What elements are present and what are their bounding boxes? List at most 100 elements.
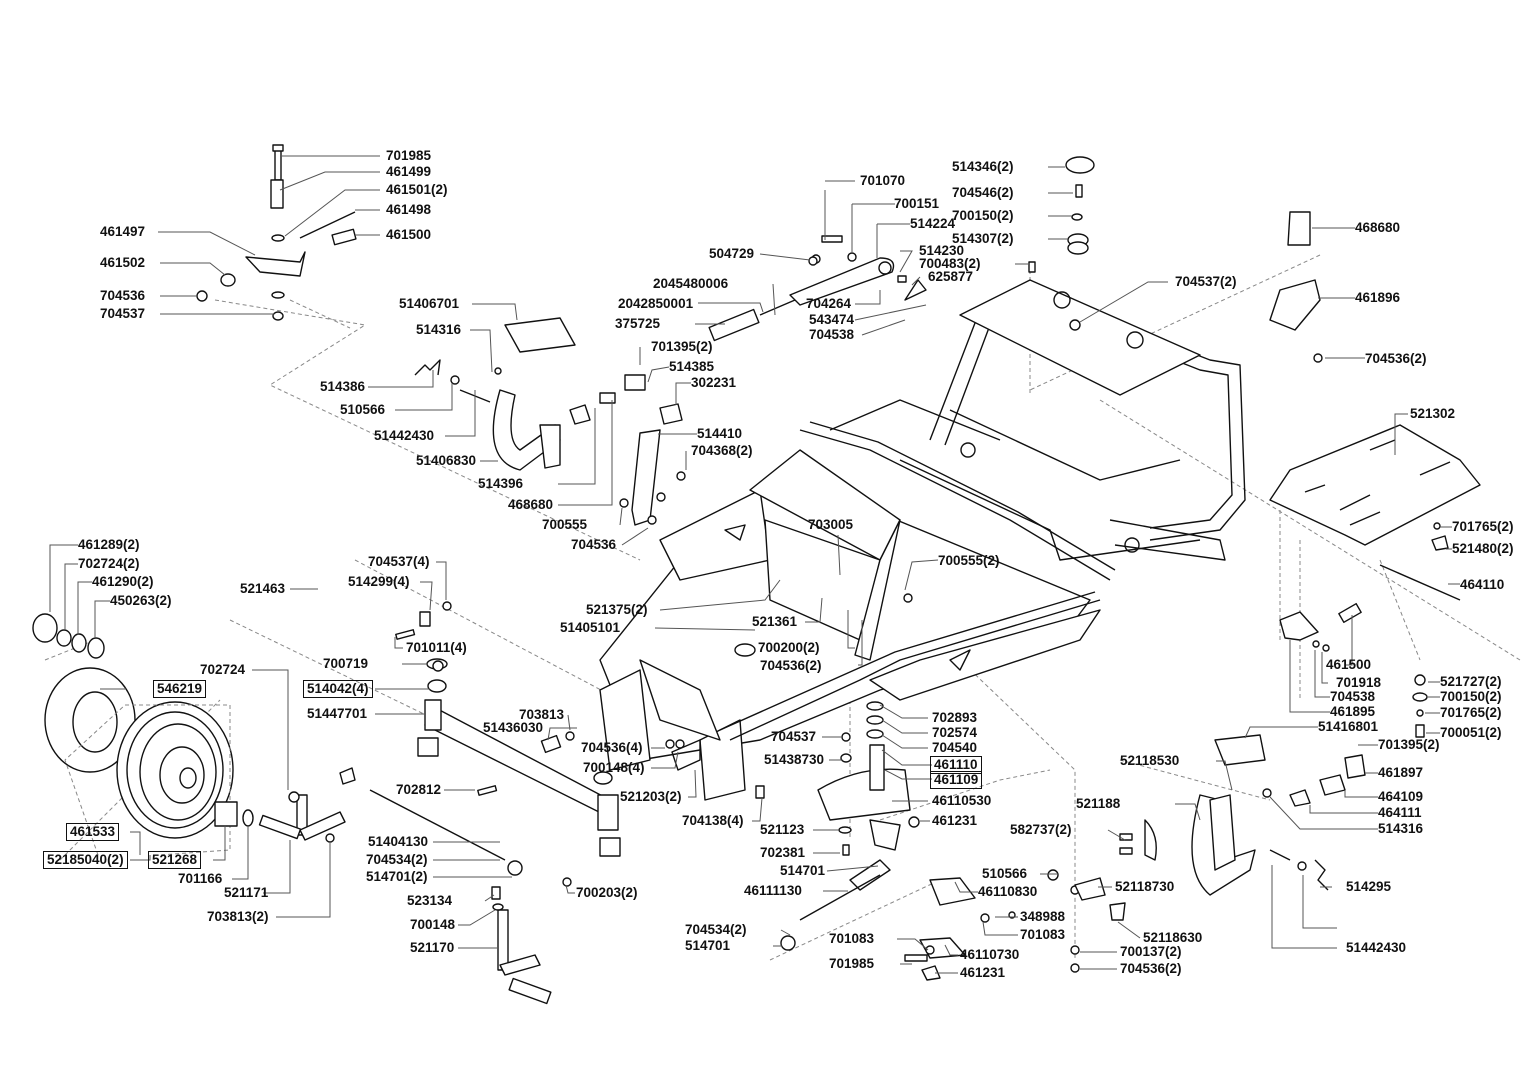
- part-label-704538-a: 704538: [809, 327, 855, 342]
- part-label-46110530: 46110530: [932, 793, 992, 808]
- part-label-625877: 625877: [928, 269, 974, 284]
- part-label-701083-b: 701083: [1020, 927, 1066, 942]
- part-label-461499: 461499: [386, 164, 432, 179]
- part-label-521170: 521170: [410, 940, 455, 955]
- park-brake-lever-514224: [708, 235, 927, 342]
- spindles-521170-521171: [258, 794, 552, 1005]
- part-label-514316-b: 514316: [1378, 821, 1424, 836]
- part-label-514386: 514386: [320, 379, 366, 394]
- part-label-514230: 514230: [919, 243, 965, 258]
- part-label-514307: 514307(2): [952, 231, 1014, 246]
- part-label-704536-e: 704536(2): [1120, 961, 1182, 976]
- part-label-704138: 704138(4): [682, 813, 744, 828]
- part-label-461110: 461110: [930, 756, 982, 774]
- part-label-2042850001: 2042850001: [618, 296, 694, 311]
- part-label-514346: 514346(2): [952, 159, 1014, 174]
- part-label-700483: 700483(2): [919, 256, 981, 271]
- part-label-701985-a: 701985: [386, 148, 432, 163]
- part-label-468680-b: 468680: [1355, 220, 1401, 235]
- part-label-461231-b: 461231: [960, 965, 1006, 980]
- part-label-521188: 521188: [1076, 796, 1121, 811]
- part-label-52118530: 52118530: [1120, 753, 1180, 768]
- part-label-704534-b: 704534(2): [366, 852, 428, 867]
- part-label-461500-b: 461500: [1326, 657, 1372, 672]
- part-label-702724-a: 702724(2): [78, 556, 140, 571]
- part-label-701918: 701918: [1336, 675, 1382, 690]
- drive-pedal-assembly: [1070, 602, 1366, 921]
- part-label-461500-a: 461500: [386, 227, 432, 242]
- seat-mount-items: [1028, 156, 1095, 331]
- part-label-703813-b: 703813(2): [207, 909, 269, 924]
- part-label-51404130: 51404130: [368, 834, 429, 849]
- part-label-302231: 302231: [691, 375, 737, 390]
- part-label-52185040: 52185040(2): [43, 851, 128, 869]
- part-label-51436030: 51436030: [483, 720, 544, 735]
- part-label-514042: 514042(4): [303, 680, 373, 698]
- chassis-frame-51405101: [599, 279, 1246, 801]
- part-label-702724-b: 702724: [200, 662, 246, 677]
- part-label-700151: 700151: [894, 196, 940, 211]
- part-label-52118730: 52118730: [1115, 879, 1175, 894]
- part-label-464109: 464109: [1378, 789, 1424, 804]
- part-label-704537-b: 704537(2): [1175, 274, 1237, 289]
- part-label-701070: 701070: [860, 173, 906, 188]
- part-label-704537-a: 704537: [100, 306, 146, 321]
- front-axle-51447701: [339, 658, 621, 876]
- part-label-700203: 700203(2): [576, 885, 638, 900]
- part-label-461498: 461498: [386, 202, 432, 217]
- part-label-375725: 375725: [615, 316, 661, 331]
- part-label-521480: 521480(2): [1452, 541, 1514, 556]
- part-label-51405101: 51405101: [560, 620, 621, 635]
- part-label-514701-a: 514701: [780, 863, 826, 878]
- part-label-701985-b: 701985: [829, 956, 875, 971]
- part-label-51416801: 51416801: [1318, 719, 1379, 734]
- part-label-704536-a: 704536: [100, 288, 146, 303]
- seat-plate-521302: [1269, 424, 1481, 601]
- part-label-514385: 514385: [669, 359, 715, 374]
- part-label-521361: 521361: [752, 614, 798, 629]
- part-label-510566-a: 510566: [340, 402, 386, 417]
- steering-gear-46110530: [780, 701, 976, 959]
- part-label-461896: 461896: [1355, 290, 1401, 305]
- part-label-521123: 521123: [760, 822, 805, 837]
- part-label-461501: 461501(2): [386, 182, 448, 197]
- part-label-582737: 582737(2): [1010, 822, 1072, 837]
- part-label-464110: 464110: [1460, 577, 1505, 592]
- part-label-521203: 521203(2): [620, 789, 682, 804]
- part-label-700200: 700200(2): [758, 640, 820, 655]
- part-label-461290: 461290(2): [92, 574, 154, 589]
- part-label-700137: 700137(2): [1120, 944, 1182, 959]
- part-label-46111130: 46111130: [744, 883, 802, 898]
- part-label-704368: 704368(2): [691, 443, 753, 458]
- part-label-700150-a: 700150(2): [952, 208, 1014, 223]
- part-label-704264: 704264: [806, 296, 852, 311]
- part-label-461502: 461502: [100, 255, 146, 270]
- part-label-514316-a: 514316: [416, 322, 462, 337]
- part-label-461109: 461109: [930, 771, 983, 789]
- part-label-701765-b: 701765(2): [1440, 705, 1502, 720]
- part-label-461533: 461533: [66, 823, 120, 841]
- part-label-450263: 450263(2): [110, 593, 172, 608]
- part-label-461897: 461897: [1378, 765, 1424, 780]
- part-label-704536-f: 704536(4): [581, 740, 643, 755]
- front-wheel-52185040: [32, 613, 254, 856]
- part-label-704534-a: 704534(2): [685, 922, 747, 937]
- part-label-514701-c: 514701(2): [366, 869, 428, 884]
- part-label-702381: 702381: [760, 845, 806, 860]
- part-label-461231-a: 461231: [932, 813, 978, 828]
- part-label-702574: 702574: [932, 725, 978, 740]
- leader-lines: [49, 155, 1460, 974]
- part-label-700555-b: 700555(2): [938, 553, 1000, 568]
- part-label-701166: 701166: [178, 871, 223, 886]
- part-label-700555-a: 700555: [542, 517, 588, 532]
- idler-arm-assembly: [196, 144, 357, 321]
- part-label-523134: 523134: [407, 893, 453, 908]
- part-label-461895: 461895: [1330, 704, 1376, 719]
- part-label-704536-c: 704536(2): [1365, 351, 1427, 366]
- brake-pedal-assembly: [414, 317, 683, 526]
- part-label-464111: 464111: [1378, 805, 1422, 820]
- part-label-51442430-a: 51442430: [374, 428, 435, 443]
- part-label-468680-a: 468680: [508, 497, 554, 512]
- part-label-703813-a: 703813: [519, 707, 565, 722]
- part-label-700148-a: 700148(4): [583, 760, 645, 775]
